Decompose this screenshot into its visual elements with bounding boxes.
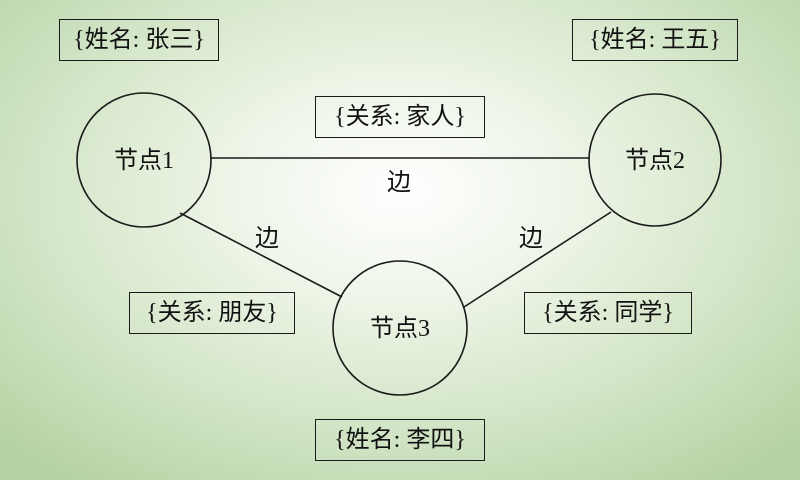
node-1-property-box: {姓名: 张三} xyxy=(59,19,219,61)
node-3-label: 节点3 xyxy=(370,315,430,342)
edge-label-node2-node3: 边 xyxy=(519,225,543,252)
edge-node2-node3 xyxy=(463,211,612,308)
edge-node1-node3-property-box: {关系: 朋友} xyxy=(129,292,295,334)
node-3-property-box: {姓名: 李四} xyxy=(315,419,485,461)
node-2-circle xyxy=(588,93,722,227)
node-2-label: 节点2 xyxy=(625,147,685,174)
edge-node2-node3-property-box: {关系: 同学} xyxy=(524,292,692,334)
edge-node1-node3 xyxy=(179,212,343,298)
edge-label-node1-node3: 边 xyxy=(255,225,279,252)
edge-node1-node2-property-box: {关系: 家人} xyxy=(315,96,485,138)
node-1-label: 节点1 xyxy=(114,147,174,174)
node-3-circle xyxy=(332,260,468,396)
edge-label-node1-node2: 边 xyxy=(387,169,411,196)
node-2-property-box: {姓名: 王五} xyxy=(572,19,738,61)
node-1-circle xyxy=(76,92,212,228)
